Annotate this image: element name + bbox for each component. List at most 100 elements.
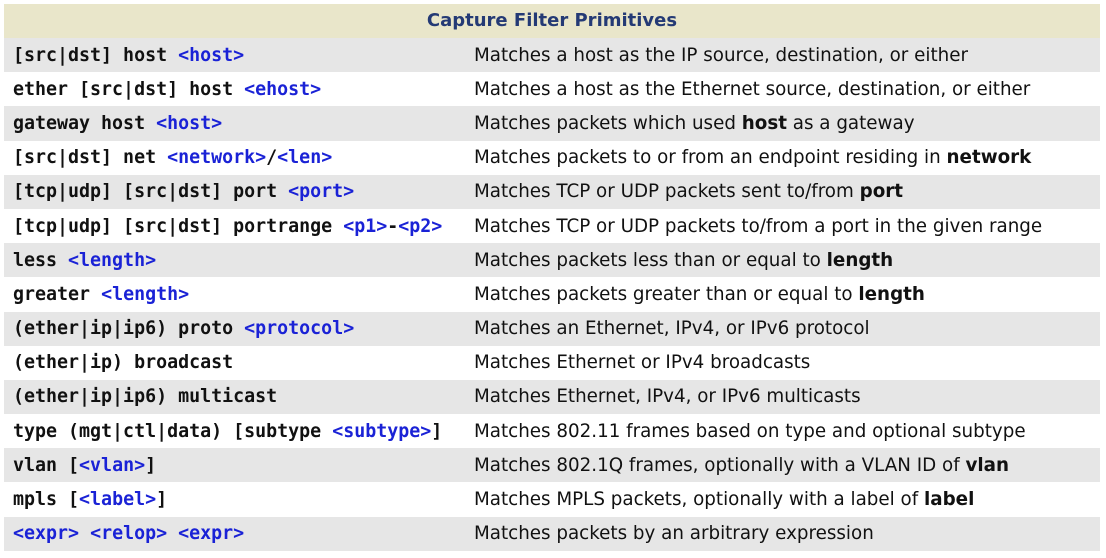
syntax-variable: <protocol>	[244, 318, 355, 340]
syntax-keyword: gateway host	[13, 112, 157, 134]
filter-description: Matches a host as the Ethernet source, d…	[467, 79, 1100, 100]
description-text: as a gateway	[786, 112, 915, 134]
syntax-keyword: [tcp|udp] [src|dst] portrange	[13, 215, 344, 237]
syntax-keyword: (ether|ip) broadcast	[13, 352, 234, 374]
filter-description: Matches MPLS packets, optionally with a …	[467, 489, 1100, 510]
syntax-keyword: greater	[13, 283, 102, 305]
syntax-keyword: ]	[431, 420, 443, 442]
filter-syntax: [tcp|udp] [src|dst] port <port>	[4, 181, 467, 202]
capture-filter-table: Capture Filter Primitives [src|dst] host…	[4, 4, 1100, 551]
syntax-keyword: ]	[145, 454, 157, 476]
description-text: Matches packets to or from an endpoint r…	[474, 147, 947, 169]
syntax-keyword: /	[266, 147, 278, 169]
syntax-keyword: (ether|ip|ip6) multicast	[13, 386, 278, 408]
filter-description: Matches 802.11 frames based on type and …	[467, 421, 1100, 442]
syntax-keyword: ]	[156, 489, 168, 511]
syntax-keyword: [src|dst] net	[13, 147, 168, 169]
description-emphasis: host	[741, 112, 787, 134]
table-row: [tcp|udp] [src|dst] portrange <p1>-<p2> M…	[4, 209, 1100, 243]
syntax-keyword: less	[13, 249, 69, 271]
syntax-keyword: ether [src|dst] host	[13, 78, 245, 100]
syntax-variable: <ehost>	[244, 78, 322, 100]
description-text: Matches Ethernet or IPv4 broadcasts	[474, 352, 811, 374]
syntax-variable: <label>	[79, 489, 157, 511]
description-text: Matches packets by an arbitrary expressi…	[474, 523, 874, 545]
syntax-variable: <p2>	[398, 215, 443, 237]
syntax-variable: <length>	[68, 249, 157, 271]
table-title: Capture Filter Primitives	[4, 4, 1100, 38]
filter-syntax: [src|dst] host <host>	[4, 45, 467, 66]
description-emphasis: vlan	[965, 454, 1010, 476]
description-text: Matches a host as the Ethernet source, d…	[474, 78, 1031, 100]
description-emphasis: length	[826, 249, 894, 271]
syntax-keyword	[79, 523, 90, 544]
description-text: Matches packets which used	[474, 112, 742, 134]
syntax-keyword: (ether|ip|ip6) proto	[13, 318, 245, 340]
syntax-variable: <expr>	[178, 523, 245, 545]
filter-description: Matches TCP or UDP packets sent to/from …	[467, 181, 1100, 202]
description-emphasis: port	[859, 181, 904, 203]
syntax-variable: <host>	[178, 44, 245, 66]
filter-description: Matches packets to or from an endpoint r…	[467, 147, 1100, 168]
filter-syntax: [tcp|udp] [src|dst] portrange <p1>-<p2>	[4, 216, 467, 237]
table-row: <expr> <relop> <expr> Matches packets by …	[4, 516, 1100, 551]
filter-syntax: (ether|ip|ip6) proto <protocol>	[4, 318, 467, 339]
filter-description: Matches TCP or UDP packets to/from a por…	[467, 216, 1100, 237]
syntax-variable: <expr>	[13, 523, 80, 545]
table-row: (ether|ip|ip6) multicast Matches Ethernet…	[4, 379, 1100, 415]
table-row: [tcp|udp] [src|dst] port <port>Matches T…	[4, 174, 1100, 209]
filter-syntax: ether [src|dst] host <ehost>	[4, 79, 467, 100]
filter-description: Matches Ethernet, IPv4, or IPv6 multicas…	[467, 386, 1100, 407]
filter-syntax: vlan [<vlan>]	[4, 455, 467, 476]
filter-syntax: greater <length>	[4, 284, 467, 305]
syntax-keyword	[167, 523, 178, 544]
table-row: greater <length>Matches packets greater …	[4, 277, 1100, 311]
syntax-variable: <p1>	[343, 215, 388, 237]
filter-description: Matches a host as the IP source, destina…	[467, 45, 1100, 66]
filter-syntax: gateway host <host>	[4, 113, 467, 134]
filter-syntax: [src|dst] net <network>/<len>	[4, 147, 467, 168]
filter-syntax: <expr> <relop> <expr>	[4, 523, 467, 544]
syntax-variable: <vlan>	[79, 454, 146, 476]
description-text: Matches TCP or UDP packets to/from a por…	[474, 215, 1043, 237]
description-text: Matches TCP or UDP packets sent to/from	[474, 181, 860, 203]
description-emphasis: length	[858, 283, 925, 305]
syntax-keyword: vlan [	[13, 454, 80, 476]
description-text: Matches an Ethernet, IPv4, or IPv6 proto…	[474, 318, 870, 340]
description-emphasis: network	[946, 147, 1032, 169]
description-emphasis: label	[923, 489, 975, 511]
filter-description: Matches 802.1Q frames, optionally with a…	[467, 455, 1100, 476]
filter-description: Matches Ethernet or IPv4 broadcasts	[467, 352, 1100, 373]
description-text: Matches packets greater than or equal to	[474, 283, 859, 305]
syntax-variable: <port>	[288, 181, 355, 203]
filter-description: Matches packets greater than or equal to…	[467, 284, 1100, 305]
syntax-variable: <host>	[156, 112, 223, 134]
syntax-keyword: type (mgt|ctl|data) [subtype	[13, 420, 333, 442]
filter-syntax: type (mgt|ctl|data) [subtype <subtype>]	[4, 421, 467, 442]
description-text: Matches Ethernet, IPv4, or IPv6 multicas…	[474, 386, 861, 408]
filter-description: Matches packets which used host as a gat…	[467, 113, 1100, 134]
table-row: less <length>Matches packets less than o…	[4, 243, 1100, 278]
description-text: Matches a host as the IP source, destina…	[474, 44, 968, 66]
syntax-keyword: [tcp|udp] [src|dst] port	[13, 181, 289, 203]
syntax-keyword: -	[387, 215, 399, 237]
filter-syntax: (ether|ip) broadcast	[4, 352, 467, 373]
table-row: (ether|ip|ip6) proto <protocol> Matches a…	[4, 311, 1100, 346]
table-row: mpls [<label>]Matches MPLS packets, opti…	[4, 482, 1100, 516]
description-text: Matches MPLS packets, optionally with a …	[474, 489, 924, 511]
table-row: gateway host <host>Matches packets which…	[4, 106, 1100, 141]
filter-description: Matches an Ethernet, IPv4, or IPv6 proto…	[467, 318, 1100, 339]
syntax-variable: <relop>	[90, 523, 168, 545]
table-row: [src|dst] net <network>/<len> Matches pac…	[4, 141, 1100, 175]
table-row: vlan [<vlan>] Matches 802.1Q frames, opti…	[4, 448, 1100, 483]
filter-syntax: less <length>	[4, 250, 467, 271]
description-text: Matches 802.1Q frames, optionally with a…	[474, 454, 966, 476]
syntax-variable: <subtype>	[332, 420, 432, 442]
syntax-variable: <network>	[167, 147, 267, 169]
table-row: type (mgt|ctl|data) [subtype <subtype>]M…	[4, 414, 1100, 448]
filter-description: Matches packets less than or equal to le…	[467, 250, 1100, 271]
table-row: [src|dst] host <host> Matches a host as t…	[4, 38, 1100, 73]
table-row: (ether|ip) broadcast Matches Ethernet or …	[4, 346, 1100, 380]
table-row: ether [src|dst] host <ehost> Matches a ho…	[4, 72, 1100, 106]
description-text: Matches packets less than or equal to	[474, 249, 827, 271]
